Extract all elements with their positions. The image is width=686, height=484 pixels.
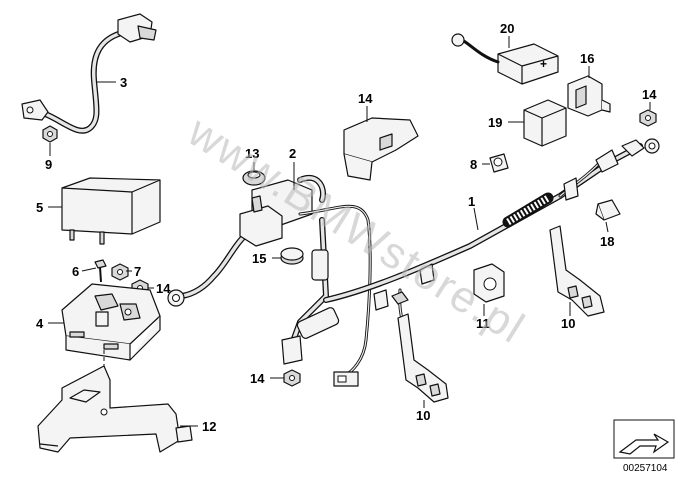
harness-part-1 — [281, 138, 660, 365]
callout-14-bottom: 14 — [250, 371, 265, 386]
bracket-part-10-bottom — [397, 313, 449, 403]
callout-12: 12 — [202, 419, 216, 434]
callout-10-bottom: 10 — [416, 408, 430, 423]
callouts: 3 9 5 6 7 14 4 12 13 2 15 14 14 20 16 19… — [36, 21, 657, 434]
callout-4: 4 — [36, 316, 44, 331]
document-number: 00257104 — [623, 463, 668, 474]
clip-part-19 — [523, 99, 567, 147]
callout-1: 1 — [468, 194, 475, 209]
arrow-icon — [618, 433, 670, 455]
grommet-part-13 — [242, 170, 266, 186]
callout-7: 7 — [134, 264, 141, 279]
plus-symbol: + — [540, 57, 547, 71]
callout-11: 11 — [476, 316, 490, 331]
cable-part-2 — [167, 175, 372, 387]
callout-13: 13 — [245, 146, 259, 161]
cap-part-17 — [280, 247, 304, 265]
battery-cable-part-3 — [21, 13, 157, 134]
clip-part-18 — [595, 199, 621, 221]
cover-part-5 — [61, 177, 161, 245]
screw-part-6 — [94, 259, 107, 283]
nut-part-14-bottom — [283, 369, 301, 387]
bracket-part-10-right — [549, 225, 605, 317]
callout-17: 15 — [252, 251, 266, 266]
callout-8: 8 — [470, 157, 477, 172]
callout-2: 2 — [289, 146, 296, 161]
callout-5: 5 — [36, 200, 43, 215]
callout-16: 16 — [580, 51, 594, 66]
document-reference: 00257104 — [613, 419, 675, 474]
clip-part-16 — [567, 75, 611, 117]
callout-14-right: 14 — [642, 87, 657, 102]
corrugated-sleeve — [502, 192, 554, 228]
cover-part-15 — [343, 117, 419, 181]
terminal-cap-part-20: + — [451, 33, 559, 85]
callout-20: 20 — [500, 21, 514, 36]
nut-part-7 — [111, 263, 129, 281]
callout-3: 3 — [120, 75, 127, 90]
callout-18: 18 — [600, 234, 614, 249]
callout-19: 19 — [488, 115, 502, 130]
callout-9: 9 — [45, 157, 52, 172]
bracket-part-12 — [37, 365, 193, 453]
callout-6: 6 — [72, 264, 79, 279]
callout-14-left: 14 — [156, 281, 171, 296]
clip-part-8 — [489, 153, 509, 173]
base-part-4 — [61, 283, 161, 410]
nut-part-14-right — [639, 109, 657, 127]
leader-lines — [48, 36, 651, 427]
callout-15: 14 — [358, 91, 373, 106]
nut-part-9 — [42, 125, 58, 143]
callout-10-right: 10 — [561, 316, 575, 331]
holder-part-11 — [473, 263, 505, 303]
